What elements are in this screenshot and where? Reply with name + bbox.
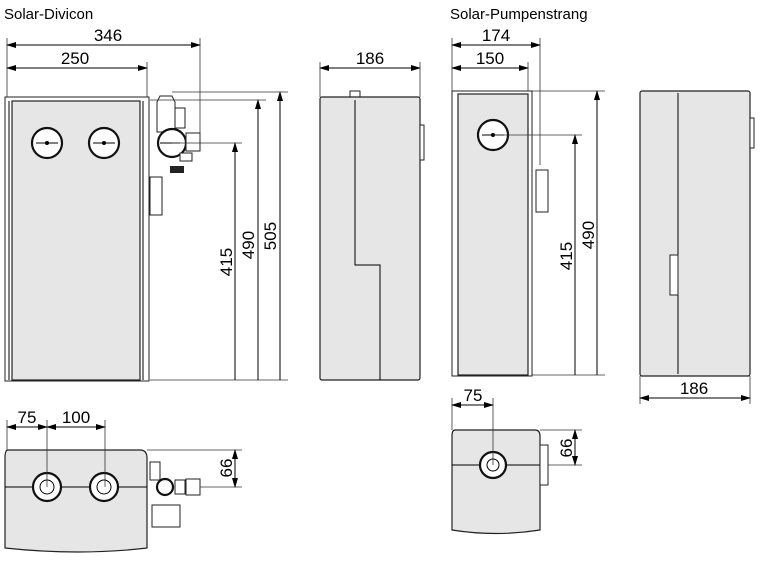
connection-icon bbox=[88, 471, 120, 503]
title-solar-pumpenstrang: Solar-Pumpenstrang bbox=[450, 6, 588, 23]
pressure-gauge-icon bbox=[30, 126, 64, 160]
dim-490: 490 bbox=[239, 231, 258, 259]
dim-186: 186 bbox=[680, 379, 708, 398]
dim-250: 250 bbox=[61, 49, 89, 68]
handle-icon bbox=[535, 169, 549, 213]
pumpenstrang-front-view: 174 150 415 490 bbox=[451, 26, 605, 377]
title-solar-divicon: Solar-Divicon bbox=[4, 6, 93, 23]
dim-75: 75 bbox=[464, 386, 483, 405]
pumpenstrang-top-view: 75 66 bbox=[451, 386, 582, 535]
pressure-gauge-icon bbox=[87, 126, 121, 160]
divicon-front-dimensions: 346 250 415 490 505 bbox=[6, 26, 288, 381]
dim-150: 150 bbox=[476, 49, 504, 68]
dim-66: 66 bbox=[557, 439, 576, 458]
valve-top-icon bbox=[149, 461, 201, 528]
dim-75: 75 bbox=[18, 408, 37, 427]
dim-66: 66 bbox=[217, 459, 236, 478]
safety-valve-assembly-icon bbox=[156, 95, 201, 173]
dim-346: 346 bbox=[94, 26, 122, 45]
handle-icon bbox=[149, 176, 163, 216]
dim-415: 415 bbox=[557, 242, 576, 270]
dim-174: 174 bbox=[482, 26, 510, 45]
dim-490: 490 bbox=[579, 221, 598, 249]
handle-icon bbox=[539, 444, 549, 486]
dim-505: 505 bbox=[261, 222, 280, 250]
dim-100: 100 bbox=[62, 408, 90, 427]
pumpenstrang-side-view: 186 bbox=[639, 90, 755, 404]
dim-186: 186 bbox=[356, 49, 384, 68]
divicon-front-view bbox=[4, 95, 201, 382]
divicon-side-view: 186 bbox=[319, 49, 425, 381]
dim-415: 415 bbox=[217, 248, 236, 276]
divicon-top-view: 75 100 66 bbox=[4, 408, 242, 553]
